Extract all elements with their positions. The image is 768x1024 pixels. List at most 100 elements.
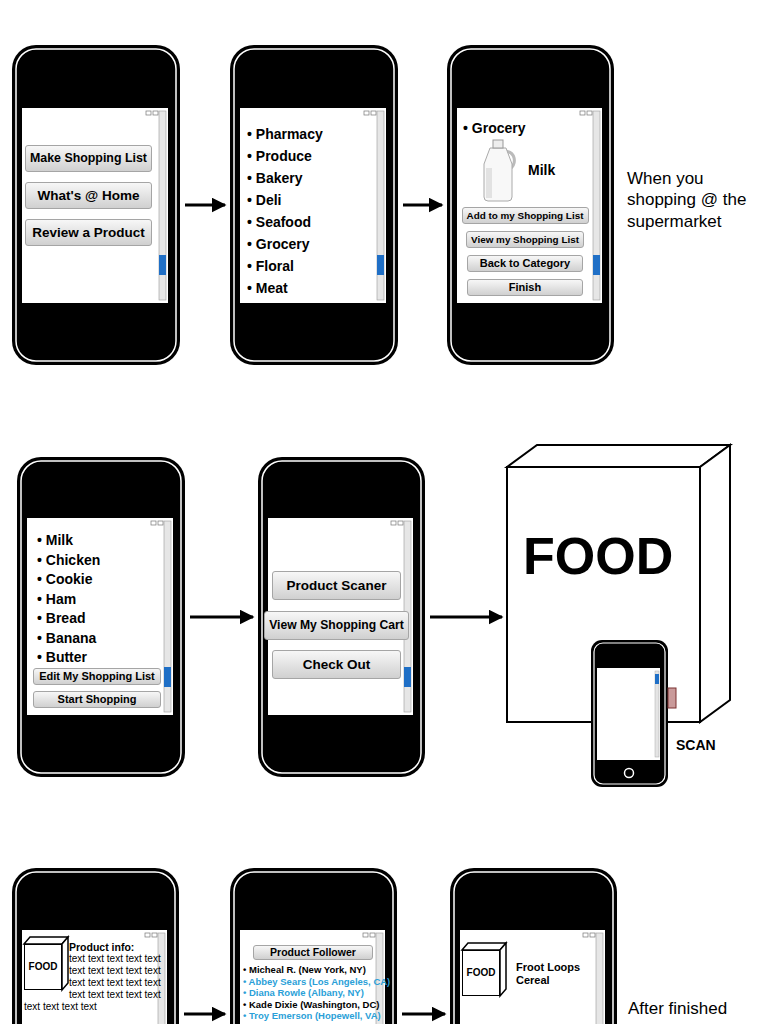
phone-screen: Edit My Shopping ListStart Shopping • Mil… bbox=[17, 457, 185, 777]
scrollbar bbox=[655, 671, 659, 757]
box-label: FOOD bbox=[29, 962, 58, 972]
jug-body bbox=[484, 148, 512, 201]
phone-ring bbox=[594, 643, 665, 784]
phone-body bbox=[391, 521, 396, 525]
phone-body bbox=[447, 45, 614, 365]
button-label: Edit My Shopping List bbox=[39, 671, 155, 682]
phone-body bbox=[371, 111, 376, 115]
phone-body bbox=[152, 933, 157, 937]
phone-screen: FOODFroot Loops Cereal bbox=[450, 868, 617, 1024]
screen-text: • Abbey Sears (Los Angeles, CA) bbox=[243, 976, 390, 987]
box-side bbox=[62, 937, 68, 990]
phone-body bbox=[230, 868, 397, 1024]
scanner-phone bbox=[591, 640, 676, 787]
button-label: What's @ Home bbox=[38, 189, 140, 203]
phone-body bbox=[450, 868, 617, 1024]
phone-body bbox=[457, 108, 602, 303]
button-label: Finish bbox=[509, 282, 541, 293]
app-button: Add to my Shopping List bbox=[462, 207, 589, 224]
box-label: FOOD bbox=[523, 525, 673, 587]
note-text: After finished bbox=[628, 998, 727, 1019]
info-text: Product info:text text text text text te… bbox=[24, 941, 166, 1013]
screen-text: Froot Loops Cereal bbox=[516, 961, 596, 987]
phone-body bbox=[146, 111, 151, 115]
phone-body bbox=[593, 111, 600, 300]
phone-body bbox=[580, 111, 585, 115]
app-button: Check Out bbox=[272, 650, 401, 679]
phone-body bbox=[16, 49, 176, 361]
button-label: Back to Category bbox=[480, 258, 570, 269]
phone-body bbox=[460, 930, 605, 1024]
screen-text: • Kade Dixie (Washington, DC) bbox=[243, 999, 380, 1010]
phone-body bbox=[230, 868, 397, 1024]
phone-screen: Add to my Shopping ListView my Shopping … bbox=[447, 45, 614, 365]
phone-body bbox=[364, 111, 369, 115]
phone-body bbox=[591, 640, 668, 787]
phone-body bbox=[377, 111, 384, 300]
button-label: Product Follower bbox=[270, 947, 356, 958]
button-label: Product Scaner bbox=[287, 579, 387, 593]
phone-body bbox=[27, 518, 173, 715]
screen-text: • Cookie bbox=[37, 571, 92, 588]
phone-screen: FOODProduct info:text text text text tex… bbox=[12, 868, 179, 1024]
phone-body bbox=[159, 111, 166, 300]
home-button bbox=[625, 769, 634, 778]
product-box: FOOD bbox=[24, 944, 62, 990]
app-button: Edit My Shopping List bbox=[33, 668, 161, 685]
phone-body bbox=[17, 457, 185, 777]
phone-body bbox=[230, 45, 398, 365]
screen-text: • Meat bbox=[247, 280, 288, 297]
app-button: Back to Category bbox=[467, 255, 583, 272]
phone-body bbox=[451, 49, 610, 361]
button-label: Check Out bbox=[303, 658, 371, 672]
screen-text: text text text text text text text text … bbox=[24, 953, 166, 1013]
phone-body bbox=[398, 521, 403, 525]
note-text: When you shopping @ the supermarket bbox=[627, 168, 767, 232]
box-top bbox=[24, 937, 68, 944]
screen-text: • Bread bbox=[37, 610, 85, 627]
screen-text: • Butter bbox=[37, 649, 87, 666]
phone-body bbox=[234, 872, 393, 1024]
phone-body bbox=[145, 933, 150, 937]
screen-text: • Grocery bbox=[463, 120, 526, 137]
food-box: FOOD bbox=[507, 467, 700, 722]
app-button: Product Follower bbox=[253, 945, 373, 960]
scanner bbox=[668, 688, 676, 708]
phone-body bbox=[164, 667, 171, 687]
phone-body bbox=[377, 255, 384, 275]
button-label: Start Shopping bbox=[58, 694, 137, 705]
phone-body bbox=[159, 255, 166, 275]
phone-body bbox=[22, 930, 167, 1024]
app-button: View my Shopping List bbox=[466, 231, 584, 248]
milk-jug bbox=[484, 140, 514, 201]
screen-text: • Troy Emerson (Hopewell, VA) bbox=[243, 1010, 381, 1021]
spacer bbox=[24, 941, 69, 995]
jug-cap bbox=[493, 140, 503, 148]
screen-text: • Milk bbox=[37, 532, 73, 549]
phone-body bbox=[590, 933, 595, 937]
button-label: View my Shopping List bbox=[471, 235, 579, 245]
screen-text: Milk bbox=[528, 162, 555, 179]
screen-text: • Chicken bbox=[37, 552, 100, 569]
button-label: Review a Product bbox=[32, 226, 145, 240]
phone-body bbox=[158, 521, 163, 525]
phone-body bbox=[258, 457, 425, 777]
cube-side bbox=[700, 445, 730, 722]
phone-body bbox=[12, 868, 179, 1024]
phone-body bbox=[583, 933, 588, 937]
app-button: View My Shopping Cart bbox=[264, 611, 409, 640]
screen-text: • Pharmacy bbox=[247, 126, 323, 143]
screen-text: • Grocery bbox=[247, 236, 310, 253]
flow-arrow bbox=[403, 204, 442, 207]
flow-arrow bbox=[402, 1013, 445, 1016]
phone-body bbox=[404, 667, 411, 687]
flow-arrow bbox=[430, 616, 502, 619]
phone-body bbox=[17, 457, 185, 777]
screen-text: • Floral bbox=[247, 258, 294, 275]
phone-screen: Make Shopping ListWhat's @ HomeReview a … bbox=[12, 45, 180, 365]
phone-screen: Product Follower• Micheal R. (New York, … bbox=[230, 868, 397, 1024]
phone-body bbox=[370, 933, 375, 937]
app-button: Make Shopping List bbox=[25, 145, 152, 172]
button-label: Add to my Shopping List bbox=[467, 211, 584, 221]
